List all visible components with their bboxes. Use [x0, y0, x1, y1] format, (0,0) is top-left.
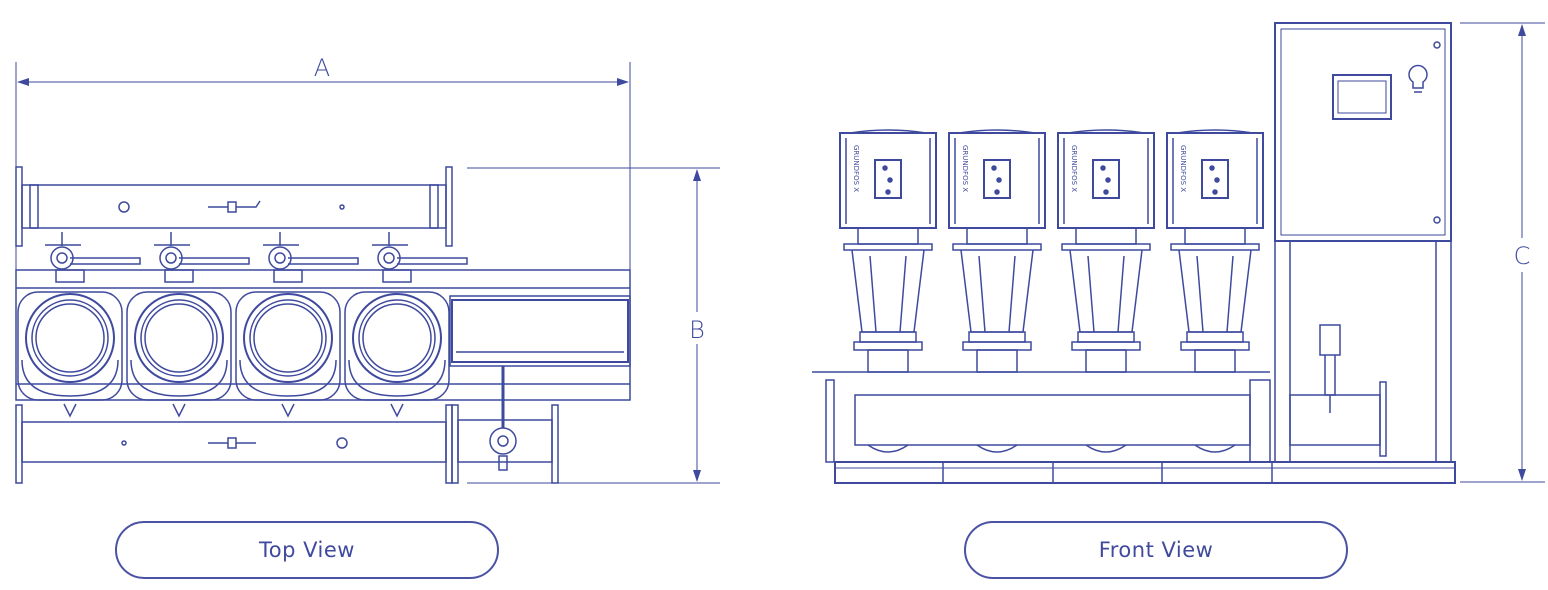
front-pump: GRUNDFOS X [1057, 129, 1155, 453]
front-pump: GRUNDFOS X [839, 129, 937, 453]
control-cabinet [1274, 22, 1452, 463]
pump-brand-logo: GRUNDFOS X [1070, 145, 1078, 192]
dimension-c-label: C [1514, 242, 1531, 270]
front-pump: GRUNDFOS X [948, 129, 1046, 453]
top-pump [235, 232, 359, 418]
top-pump [344, 232, 468, 418]
top-view-button[interactable]: Top View [115, 521, 499, 579]
discharge-header [15, 166, 453, 247]
top-pump [126, 232, 250, 418]
front-view-pumps: GRUNDFOS X GRUNDFOS X GRUNDFOS X [839, 129, 1264, 453]
top-view-pumps [17, 232, 468, 418]
pump-brand-logo: GRUNDFOS X [852, 145, 860, 192]
suction-header [15, 366, 559, 484]
top-pump [17, 232, 141, 418]
light-bulb-icon [1408, 64, 1428, 93]
pump-brand-logo: GRUNDFOS X [961, 145, 969, 192]
dimension-b-label: B [689, 316, 705, 344]
top-view-drawing: A B [15, 54, 720, 484]
dimension-c: C [1460, 22, 1545, 483]
pump-brand-logo: GRUNDFOS X [1179, 145, 1187, 192]
front-headers [812, 324, 1387, 463]
front-view-button[interactable]: Front View [964, 521, 1348, 579]
front-baseplate [834, 461, 1456, 484]
pump-system-drawing: A B [15, 22, 1545, 484]
dimension-a-label: A [314, 54, 330, 82]
dimension-a: A [15, 54, 631, 400]
front-pump: GRUNDFOS X [1166, 129, 1264, 453]
dimension-b: B [467, 167, 720, 484]
front-view-drawing: C [812, 22, 1545, 484]
